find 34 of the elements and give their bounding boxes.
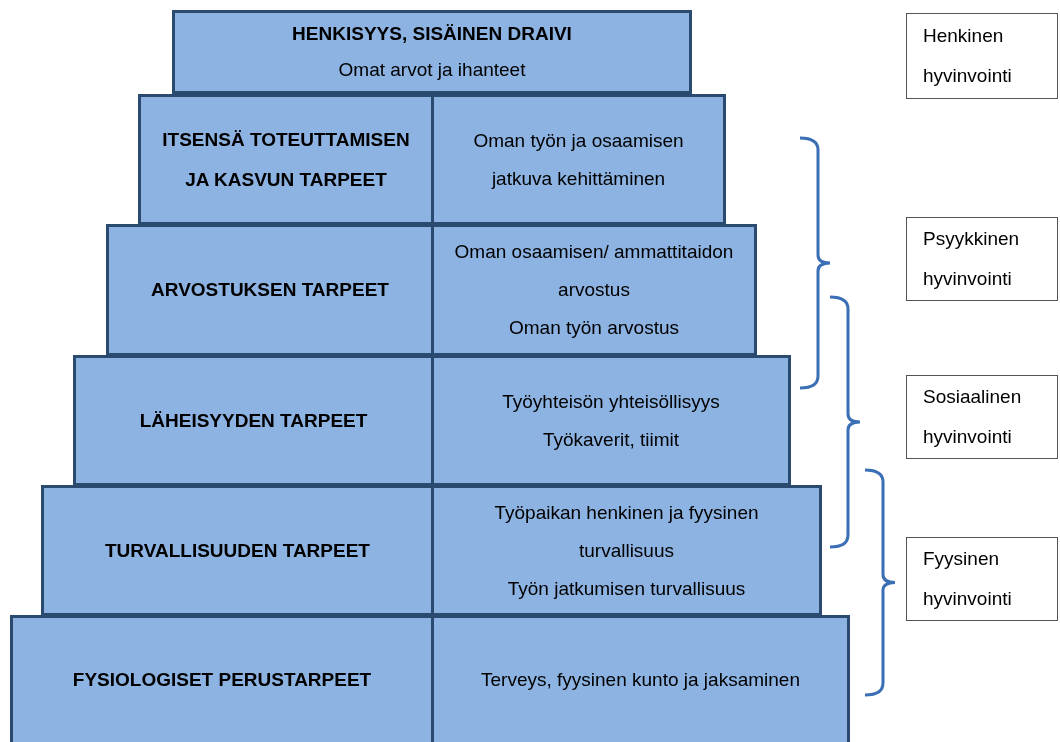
level-description: Oman osaamisen/ ammattitaidon arvostus (453, 240, 735, 302)
label-text: Psyykkinen hyvinvointi (923, 227, 1021, 291)
need-level-box (73, 355, 434, 486)
work-example-box (431, 94, 726, 225)
label-box (906, 13, 1058, 99)
label-box (906, 537, 1058, 621)
level-heading: LÄHEISYYDEN TARPEET (139, 408, 368, 433)
level-heading: TURVALLISUUDEN TARPEET (105, 538, 370, 563)
level-heading: HENKISYYS, SISÄINEN DRAIVI (292, 22, 572, 46)
level-description: Oman työn ja osaamisen jatkuva kehittäminen (472, 128, 685, 191)
level-description: Terveys, fyysinen kunto ja jaksaminen (481, 668, 800, 692)
label-box (906, 375, 1058, 459)
pyramid-top-box (172, 10, 692, 94)
level-description: Työpaikan henkinen ja fyysinen turvallisuus (493, 500, 760, 563)
work-example-box (431, 355, 791, 486)
level-heading: ITSENSÄ TOTEUTTAMISEN JA KASVUN TARPEET (161, 127, 411, 192)
label-text: Fyysinen hyvinvointi (923, 547, 1013, 611)
level-heading: FYSIOLOGISET PERUSTARPEET (72, 668, 372, 692)
need-level-box (41, 485, 434, 616)
label-text: Henkinen hyvinvointi (923, 24, 1013, 88)
need-level-box (10, 615, 434, 742)
label-box (906, 217, 1058, 301)
label-text: Sosiaalinen hyvinvointi (923, 385, 1023, 449)
level-description: Työn jatkumisen turvallisuus (507, 576, 746, 601)
level-description: Työkaverit, tiimit (542, 427, 680, 452)
need-level-box (138, 94, 434, 225)
work-example-box (431, 615, 850, 742)
level-description: Työyhteisön yhteisöllisyys (502, 389, 720, 414)
level-description: Omat arvot ja ihanteet (338, 58, 526, 82)
work-example-box (431, 485, 822, 616)
work-example-box (431, 224, 757, 356)
level-heading: ARVOSTUKSEN TARPEET (151, 278, 389, 302)
need-level-box (106, 224, 434, 356)
level-description: Oman työn arvostus (509, 316, 679, 340)
